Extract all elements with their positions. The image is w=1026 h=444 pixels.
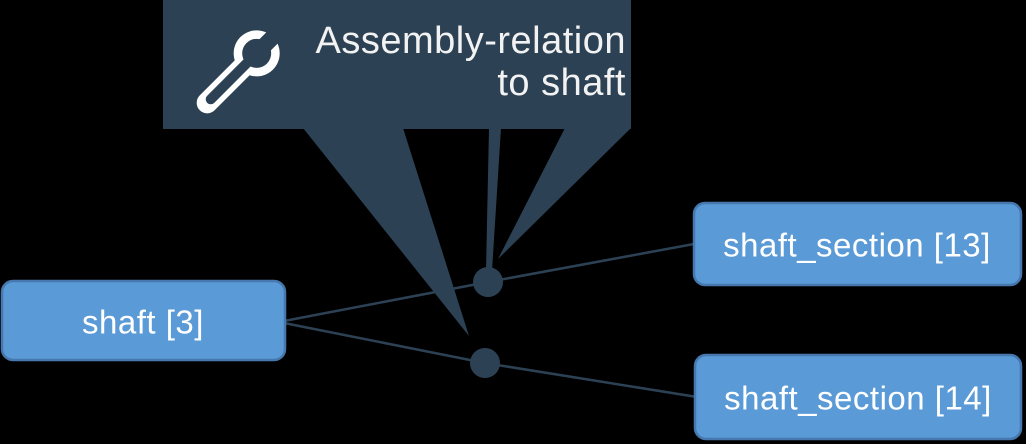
callout-tail-right: [498, 128, 631, 259]
node-shaft[interactable]: [0, 279, 287, 362]
node-shaft-section-13-label: shaft_section [13]: [723, 227, 991, 264]
edge-dot-top-to-section13: [487, 242, 695, 284]
node-shaft-section-14[interactable]: [693, 353, 1023, 441]
callout-text-line1: Assembly-relation: [316, 20, 627, 62]
edge-shaft-to-dot-bottom: [283, 321, 486, 365]
relation-dot-top[interactable]: [473, 267, 503, 297]
node-shaft-label: shaft [3]: [82, 304, 204, 341]
callout-tail-middle: [486, 128, 501, 271]
relation-dot-bottom[interactable]: [470, 348, 500, 378]
node-shaft-section-13[interactable]: [692, 201, 1023, 287]
edge-shaft-to-dot-top: [283, 280, 489, 323]
callout-text-line2: to shaft: [497, 62, 626, 104]
edge-dot-bottom-to-section14: [484, 361, 698, 399]
node-shaft-section-14-label: shaft_section [14]: [724, 380, 992, 417]
wrench-icon: [196, 5, 305, 114]
callout-tail-left: [303, 128, 469, 336]
